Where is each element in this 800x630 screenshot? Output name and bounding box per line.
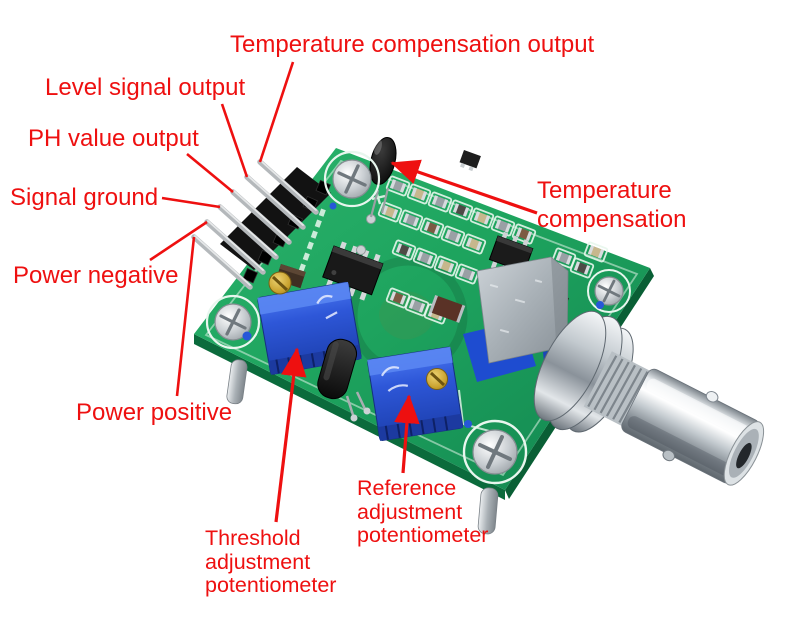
bnc-socket-opening [736, 442, 752, 469]
label-temp-comp-output: Temperature compensation output [230, 31, 595, 58]
label-ph-value-output: PH value output [28, 125, 199, 152]
leader-power-positive [175, 236, 196, 397]
screw-bottom [462, 419, 528, 485]
pin-header [191, 159, 332, 290]
label-line: Threshold [205, 526, 301, 550]
smd-component [419, 217, 445, 239]
label-signal-ground: Signal ground [10, 184, 159, 211]
pcb-edge-side [194, 334, 505, 500]
sot23-transistor [459, 150, 481, 172]
smd-component [385, 287, 411, 309]
reference-potentiometer [367, 346, 464, 441]
metal-shield-can [476, 256, 569, 364]
smd-component [427, 191, 453, 213]
smd-component [448, 199, 474, 221]
pin-label-silkscreen [298, 208, 326, 272]
header-pin [257, 159, 319, 215]
label-line: Reference [357, 476, 457, 500]
screw-left [205, 294, 261, 350]
leader-signal-ground [161, 196, 221, 209]
label-reference-potentiometer: Reference adjustment potentiometer [357, 476, 489, 548]
label-line: potentiometer [357, 523, 489, 547]
smd-component [377, 201, 403, 223]
smd-component [433, 255, 459, 277]
smd-component [406, 183, 432, 205]
smd-component [398, 209, 424, 231]
to92-transistor [317, 338, 371, 422]
arrow-threshold-pot [274, 347, 307, 523]
header-pin [191, 234, 253, 290]
header-pin [204, 219, 266, 275]
leader-temp-comp-output [258, 61, 295, 163]
smd-component [440, 225, 466, 247]
arrow-temperature-compensation [390, 159, 538, 215]
label-power-negative: Power negative [13, 262, 179, 289]
header-pin [244, 174, 306, 230]
header-pins [191, 159, 319, 290]
smd-component [569, 257, 595, 279]
smd-component [391, 239, 417, 261]
annotation-lines [149, 61, 538, 523]
header-pin [217, 204, 279, 260]
smd-component [461, 233, 487, 255]
label-line: Temperature [537, 177, 672, 204]
label-threshold-potentiometer: Threshold adjustment potentiometer [205, 526, 337, 598]
standoff-leg [477, 487, 499, 535]
label-level-signal-output: Level signal output [45, 74, 246, 101]
screw-right [587, 269, 631, 313]
leader-level-signal [220, 103, 249, 178]
header-pin [230, 189, 292, 245]
thermistor [356, 137, 397, 255]
bnc-connector [463, 256, 765, 486]
standoff-legs [226, 359, 499, 535]
standoff-leg [226, 359, 248, 405]
label-power-positive: Power positive [76, 399, 233, 426]
label-line: compensation [537, 206, 687, 233]
smd-component [454, 263, 480, 285]
smd-component [511, 223, 537, 245]
smd-component [412, 247, 438, 269]
smd-component [583, 241, 609, 263]
leader-ph-value [186, 152, 234, 194]
leader-power-negative [149, 220, 208, 262]
bayonet-stud [662, 449, 676, 462]
threadlock-dots [242, 202, 604, 428]
label-line: potentiometer [205, 573, 337, 597]
label-line: adjustment [357, 499, 463, 524]
smd-component [469, 207, 495, 229]
bayonet-stud [705, 391, 719, 403]
smd-component [490, 215, 516, 237]
mounting-screws [205, 150, 631, 485]
inductor-component [429, 294, 466, 323]
bnc-barrel [583, 351, 765, 486]
solder-pad [356, 245, 366, 255]
arrow-reference-pot [394, 394, 420, 474]
label-temperature-compensation: Temperature compensation [537, 176, 686, 234]
screw-top [323, 150, 381, 208]
label-line: adjustment [205, 549, 311, 574]
